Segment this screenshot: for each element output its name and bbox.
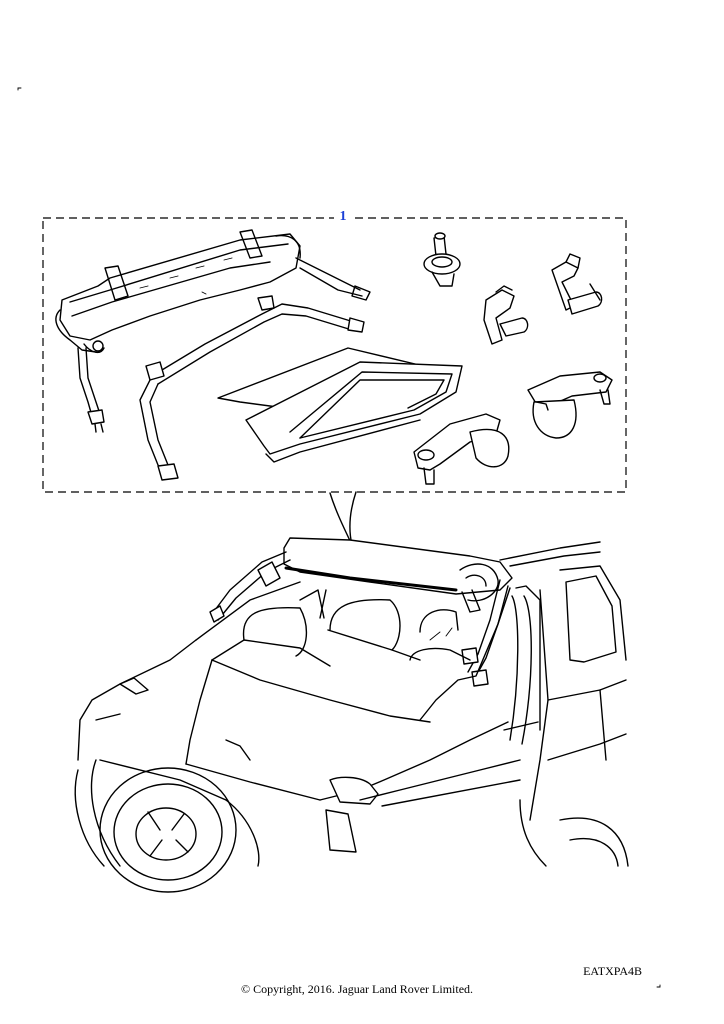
stud-fastener — [423, 232, 461, 287]
diagram-code: EATXPA4B — [583, 964, 642, 978]
right-hinge-bracket — [527, 371, 613, 439]
crop-mark — [656, 984, 661, 988]
roof-frame-bow — [139, 295, 365, 481]
vehicle-rear-view — [74, 537, 629, 893]
crop-mark — [17, 87, 22, 91]
leader-line — [329, 491, 357, 546]
latch-clip — [551, 253, 603, 315]
copyright-notice: © Copyright, 2016. Jaguar Land Rover Lim… — [240, 982, 474, 996]
bracket-clip — [483, 285, 529, 345]
callout-number: 1 — [334, 209, 352, 225]
pivot-bracket — [413, 413, 510, 485]
folded-soft-top-roll — [55, 229, 371, 433]
rear-window-panel — [217, 347, 463, 463]
